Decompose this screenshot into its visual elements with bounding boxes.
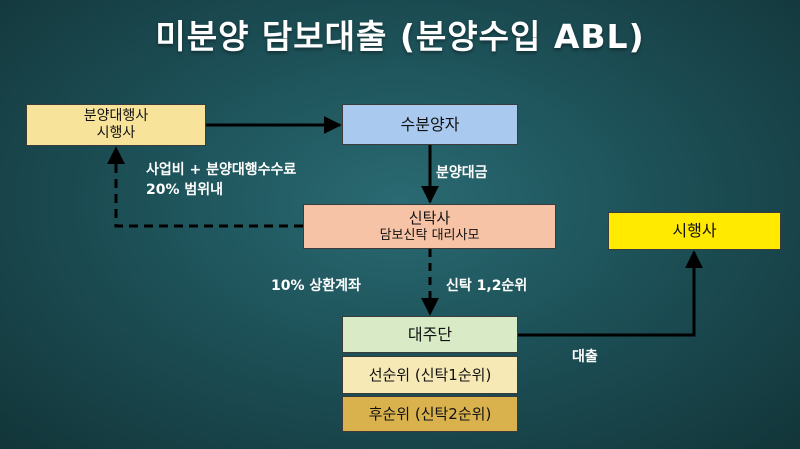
fee-label-line-1: 사업비 + 분양대행수수료 [146, 162, 297, 178]
buyer-label: 수분양자 [400, 114, 460, 134]
developer-label: 시행사 [672, 221, 717, 240]
trust-label: 신탁사 [408, 209, 451, 227]
lender-box: 대주단 [342, 316, 518, 353]
junior-tranche-label: 후순위 (신탁2순위) [368, 404, 492, 423]
agency-label-1: 분양대행사 [83, 107, 149, 124]
fee-label-line-2: 20% 범위내 [146, 182, 224, 199]
senior-tranche-label: 선순위 (신탁1순위) [368, 365, 492, 384]
agency-label-2: 시행사 [96, 125, 136, 141]
junior-tranche-box: 후순위 (신탁2순위) [342, 396, 518, 432]
page-title: 미분양 담보대출 (분양수입 ABL) [155, 17, 645, 56]
developer-box: 시행사 [608, 212, 781, 250]
arrow-trust-to-agency [107, 146, 303, 228]
fee-label: 사업비 + 분양대행수수료 20% 범위내 [146, 160, 296, 201]
buyer-box: 수분양자 [342, 104, 518, 145]
loan-label: 대출 [572, 349, 598, 365]
lender-label: 대주단 [407, 324, 453, 344]
arrow-lender-to-developer [518, 250, 703, 337]
trust-box: 신탁사 담보신탁 대리사모 [303, 204, 556, 249]
trust-sublabel: 담보신탁 대리사모 [379, 227, 480, 243]
repay-account-label: 10% 상환계좌 [271, 278, 361, 294]
agency-box: 분양대행사 시행사 [26, 104, 206, 146]
sale-payment-label: 분양대금 [436, 165, 488, 181]
trust-rank-label: 신탁 1,2순위 [446, 278, 528, 294]
senior-tranche-box: 선순위 (신탁1순위) [342, 356, 518, 394]
